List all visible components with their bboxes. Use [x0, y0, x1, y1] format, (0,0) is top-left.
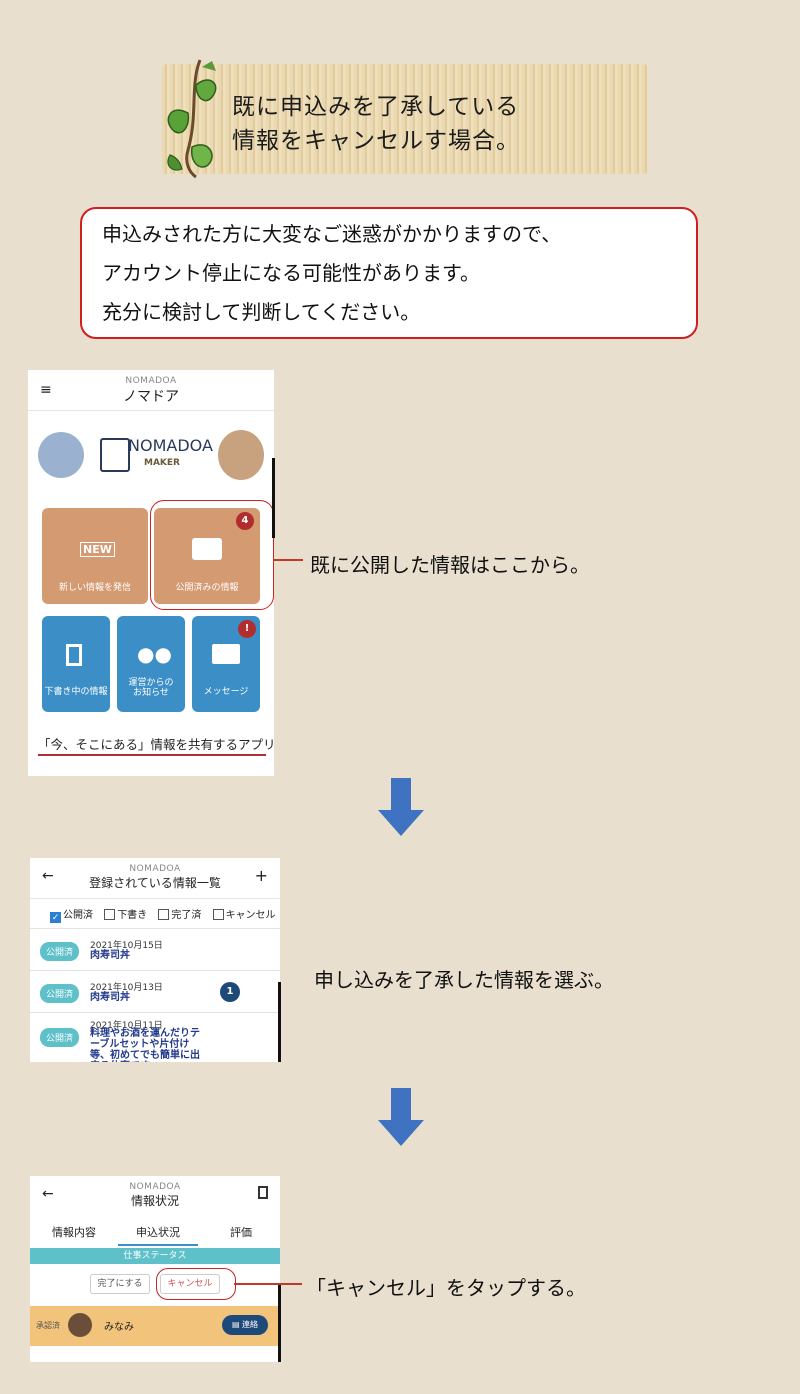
warning-box	[80, 207, 698, 339]
people-illustration-left	[38, 432, 84, 478]
filter-cancelled[interactable]: キャンセル	[212, 909, 276, 921]
status-badge: 公開済	[40, 942, 80, 961]
draft-info-tile[interactable]: 下書き中の情報	[42, 616, 110, 712]
tab-bar: 情報内容 申込状況 評価	[30, 1222, 280, 1246]
title-banner	[162, 64, 648, 174]
applicant-status: 承認済	[36, 1321, 60, 1330]
logo-sub: MAKER	[144, 458, 180, 468]
published-info-label: 公開済みの情報	[175, 583, 239, 593]
brand-small: NOMADOA	[125, 376, 177, 386]
copy-icon	[66, 644, 82, 666]
complete-button[interactable]: 完了にする	[90, 1274, 150, 1294]
highlight-circle	[156, 1268, 236, 1300]
callout-line	[273, 559, 303, 561]
tagline-underline	[38, 754, 266, 756]
filter-completed[interactable]: 完了済	[158, 909, 201, 921]
note-cancel: 「キャンセル」をタップする。	[306, 1276, 586, 1300]
status-badge: 公開済	[40, 984, 80, 1003]
down-arrow-icon	[378, 1088, 424, 1146]
door-logo-icon	[100, 438, 130, 472]
item-title: 料理やお酒を運んだりテーブルセットや片付け等、初めてでも簡単に出来る仕事です。	[90, 1028, 200, 1062]
back-arrow-icon[interactable]: ←	[42, 1186, 54, 1202]
new-info-tile[interactable]: NEW 新しい情報を発信	[42, 508, 148, 604]
banner-title: 既に申込みを了承している 情報をキャンセルす場合。	[232, 94, 520, 154]
notice-tile[interactable]: ●● 運営からのお知らせ	[117, 616, 185, 712]
note-published: 既に公開した情報はここから。	[310, 553, 590, 577]
item-title: 肉寿司丼	[90, 950, 130, 961]
people-illustration-right	[218, 430, 264, 480]
item-date: 2021年10月13日	[90, 983, 163, 993]
people-icon: ●●	[137, 642, 172, 666]
menu-icon[interactable]: ≡	[40, 382, 52, 398]
message-tile[interactable]: メッセージ !	[192, 616, 260, 712]
status-header: 仕事ステータス	[30, 1248, 280, 1264]
screenshot-status: ← NOMADOA 情報状況 情報内容 申込状況 評価 仕事ステータス 完了にす…	[30, 1176, 280, 1362]
down-arrow-icon	[378, 778, 424, 836]
copy-icon[interactable]	[258, 1186, 268, 1199]
status-badge: 公開済	[40, 1028, 80, 1047]
note-select: 申し込みを了承した情報を選ぶ。	[314, 968, 614, 992]
published-count-badge: 4	[236, 512, 254, 530]
scrollbar[interactable]	[272, 458, 275, 538]
contact-button[interactable]: ▤ 連絡	[222, 1315, 268, 1335]
new-info-label: 新しい情報を発信	[58, 583, 131, 593]
highlight-circle	[150, 500, 274, 610]
chat-icon	[212, 644, 240, 664]
screenshot-home: ≡ NOMADOA ノマドア NOMADOA MAKER NEW 新しい情報を発…	[28, 370, 274, 776]
unread-count-badge: 1	[220, 982, 240, 1002]
tab-review[interactable]: 評価	[230, 1226, 252, 1239]
ivy-leaf-icon	[167, 59, 217, 179]
callout-line	[234, 1283, 302, 1285]
new-icon: NEW	[80, 542, 115, 557]
avatar	[68, 1313, 92, 1337]
notice-label: 運営からのお知らせ	[128, 678, 174, 698]
filter-draft[interactable]: 下書き	[104, 909, 147, 921]
filter-published[interactable]: ✓公開済	[50, 910, 93, 923]
item-date: 2021年10月15日	[90, 941, 163, 951]
tab-info[interactable]: 情報内容	[52, 1226, 96, 1239]
tab-applications[interactable]: 申込状況	[136, 1226, 180, 1239]
draft-info-label: 下書き中の情報	[44, 687, 108, 697]
page-title: 情報状況	[130, 1194, 179, 1208]
add-icon[interactable]: +	[254, 866, 268, 885]
tagline: 「今、そこにある」情報を共有するアプリ	[38, 737, 274, 752]
logo-text: NOMADOA	[128, 436, 213, 455]
chat-icon: ▤	[231, 1320, 243, 1329]
scrollbar[interactable]	[278, 982, 281, 1062]
applicant-row[interactable]: 承認済 みなみ ▤ 連絡	[30, 1306, 280, 1346]
warning-text: 申込みされた方に大変なご迷惑がかかりますので、 アカウント停止になる可能性があり…	[102, 222, 562, 324]
list-item[interactable]: 公開済 2021年10月11日 料理やお酒を運んだりテーブルセットや片付け等、初…	[30, 1014, 280, 1062]
item-title: 肉寿司丼	[90, 992, 130, 1003]
list-item[interactable]: 公開済 2021年10月15日 肉寿司丼	[30, 930, 280, 971]
item-date: 2021年10月11日	[90, 1021, 163, 1031]
back-arrow-icon[interactable]: ←	[42, 868, 54, 884]
page-title: 登録されている情報一覧	[89, 876, 221, 890]
published-info-tile[interactable]: 公開済みの情報 4	[154, 508, 260, 604]
message-alert-badge: !	[238, 620, 256, 638]
applicant-name: みなみ	[104, 1322, 134, 1333]
brand-small: NOMADOA	[129, 1182, 181, 1192]
cancel-button[interactable]: キャンセル	[160, 1274, 220, 1294]
list-item[interactable]: 公開済 2021年10月13日 肉寿司丼 1	[30, 972, 280, 1013]
screenshot-list: ← + NOMADOA 登録されている情報一覧 ✓公開済 下書き 完了済 キャン…	[30, 858, 280, 1062]
filter-bar: ✓公開済 下書き 完了済 キャンセル	[50, 906, 276, 923]
briefcase-icon	[192, 538, 222, 560]
app-title: ノマドア	[123, 389, 179, 405]
scrollbar[interactable]	[278, 1284, 281, 1362]
brand-small: NOMADOA	[129, 864, 181, 874]
message-label: メッセージ	[203, 687, 249, 697]
